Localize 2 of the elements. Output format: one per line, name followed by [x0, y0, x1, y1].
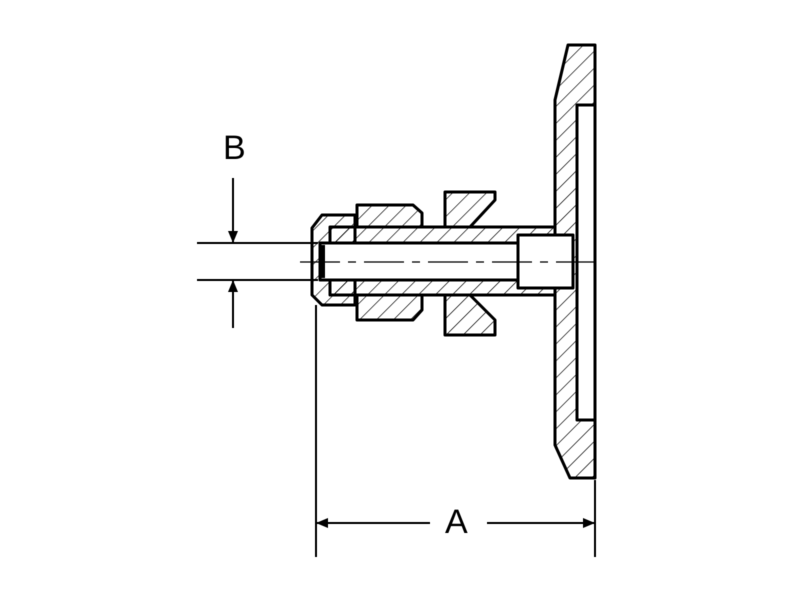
dimension-label: A	[445, 505, 468, 539]
dimension-label: B	[223, 131, 246, 165]
